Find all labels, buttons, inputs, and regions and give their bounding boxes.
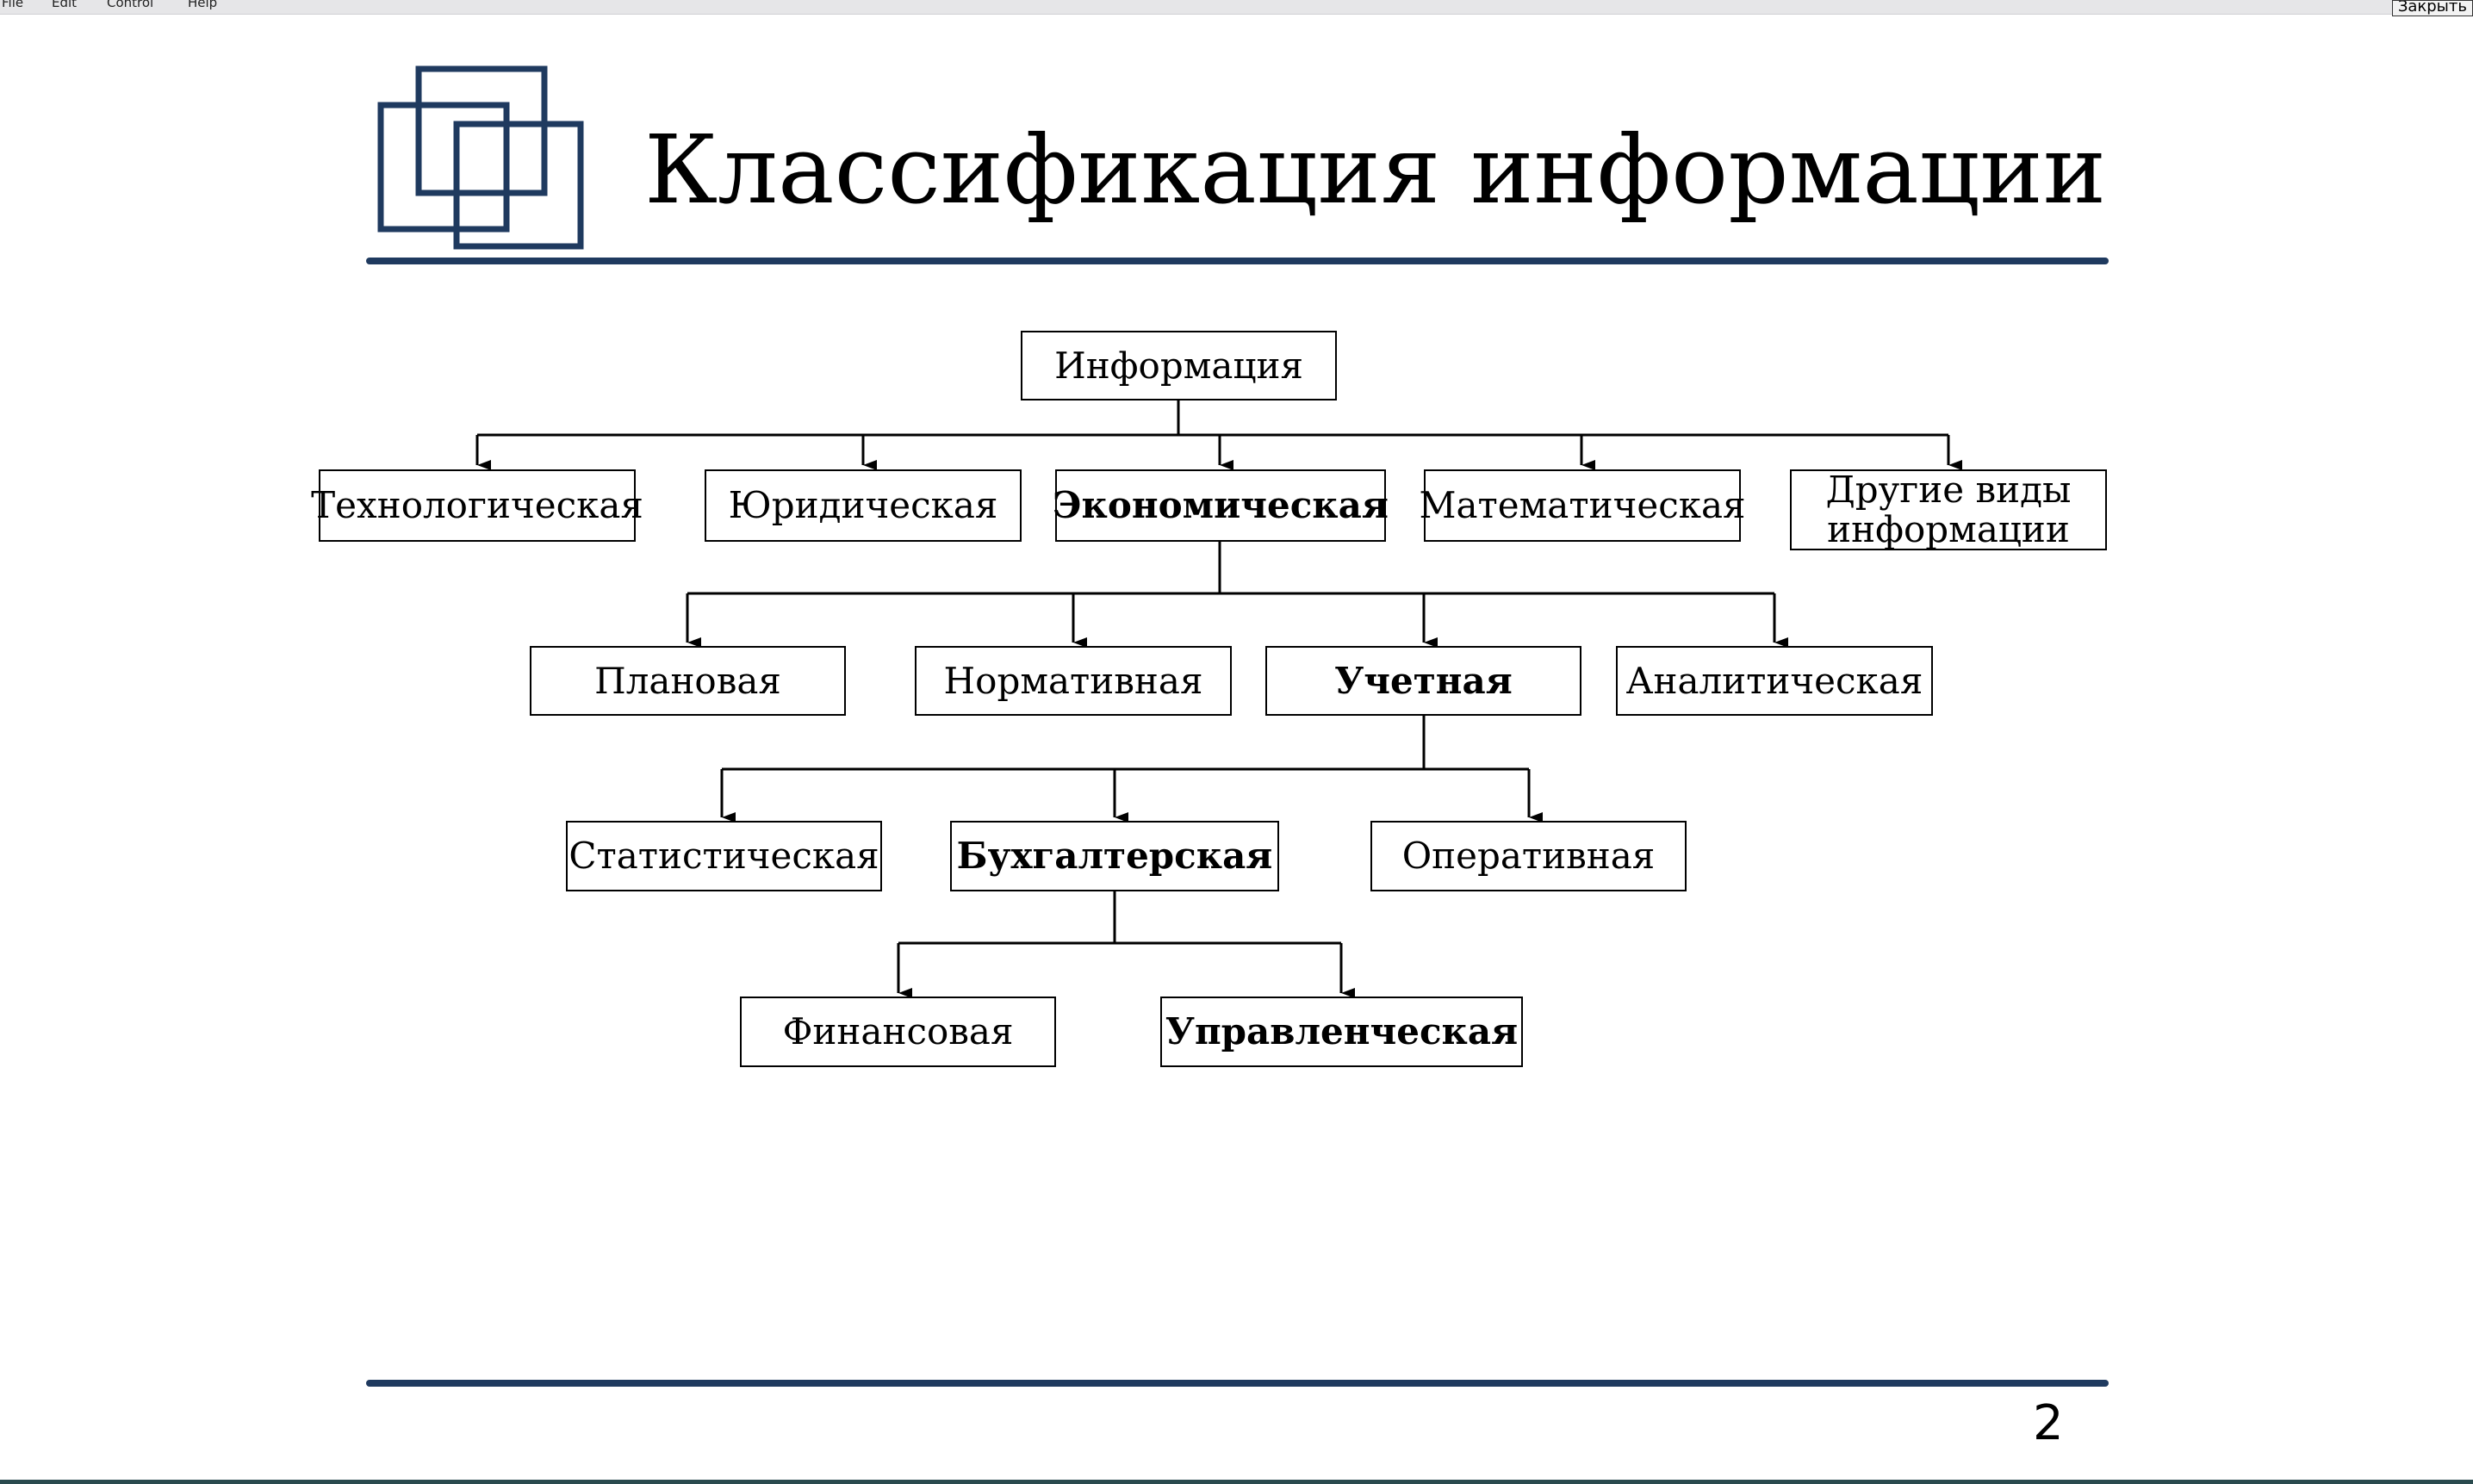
node-bookkeeping: Бухгалтерская bbox=[950, 821, 1279, 891]
slide-title: Классификация информации bbox=[644, 115, 2107, 225]
node-planning: Плановая bbox=[530, 646, 846, 716]
node-legal: Юридическая bbox=[705, 469, 1022, 542]
node-managerial: Управленческая bbox=[1160, 997, 1523, 1067]
page-number: 2 bbox=[2033, 1395, 2064, 1451]
node-statistical: Статистическая bbox=[566, 821, 882, 891]
bottom-strip bbox=[0, 1480, 2473, 1484]
menu-file[interactable]: File bbox=[2, 0, 24, 10]
node-analytical: Аналитическая bbox=[1616, 646, 1933, 716]
menu-bar: File Edit Control Help bbox=[0, 0, 2473, 15]
node-financial: Финансовая bbox=[740, 997, 1056, 1067]
slide-logo-icon bbox=[377, 65, 584, 250]
menu-control[interactable]: Control bbox=[107, 0, 154, 10]
menu-edit[interactable]: Edit bbox=[52, 0, 78, 10]
title-underline bbox=[366, 258, 2109, 264]
node-normative: Нормативная bbox=[915, 646, 1232, 716]
footer-rule bbox=[366, 1380, 2109, 1387]
node-operational: Оперативная bbox=[1370, 821, 1687, 891]
node-accounting: Учетная bbox=[1265, 646, 1581, 716]
node-economic: Экономическая bbox=[1053, 469, 1389, 542]
menu-help[interactable]: Help bbox=[188, 0, 218, 10]
node-technological: Технологическая bbox=[311, 469, 643, 542]
node-other-types: Другие виды информации bbox=[1790, 469, 2107, 550]
node-information: Информация bbox=[1021, 331, 1337, 400]
node-mathematical: Математическая bbox=[1420, 469, 1746, 542]
close-button[interactable]: Закрыть bbox=[2391, 0, 2473, 16]
